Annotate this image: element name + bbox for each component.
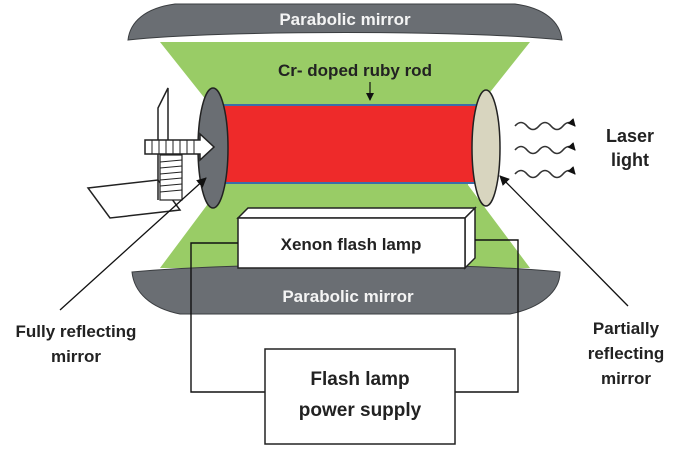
top-mirror-label: Parabolic mirror	[279, 10, 411, 29]
lamp-label: Xenon flash lamp	[281, 235, 422, 254]
power-supply-line2: power supply	[299, 400, 422, 421]
power-supply-line1: Flash lamp	[310, 369, 409, 390]
mirror-mount	[86, 87, 216, 219]
partial-mirror-label-line1: Partially	[593, 319, 660, 338]
laser-label-line2: light	[611, 150, 649, 170]
bottom-mirror-label: Parabolic mirror	[282, 287, 414, 306]
fully-reflecting-pointer	[59, 177, 207, 311]
partial-mirror-label-line2: reflecting	[588, 344, 665, 363]
full-mirror-label-line2: mirror	[51, 347, 101, 366]
partial-mirror-label-line3: mirror	[601, 369, 651, 388]
laser-light-waves	[514, 118, 576, 179]
partially-reflecting-pointer	[499, 175, 629, 307]
power-wiring	[190, 239, 519, 393]
full-mirror-label-line1: Fully reflecting	[16, 322, 137, 341]
ruby-rod	[214, 104, 481, 184]
top-parabolic-mirror	[127, 3, 563, 41]
power-supply-box	[264, 348, 456, 445]
partially-reflecting-mirror	[471, 89, 501, 207]
rod-label: Cr- doped ruby rod	[278, 61, 432, 80]
laser-label-line1: Laser	[606, 126, 654, 146]
xenon-flash-lamp	[236, 206, 477, 270]
